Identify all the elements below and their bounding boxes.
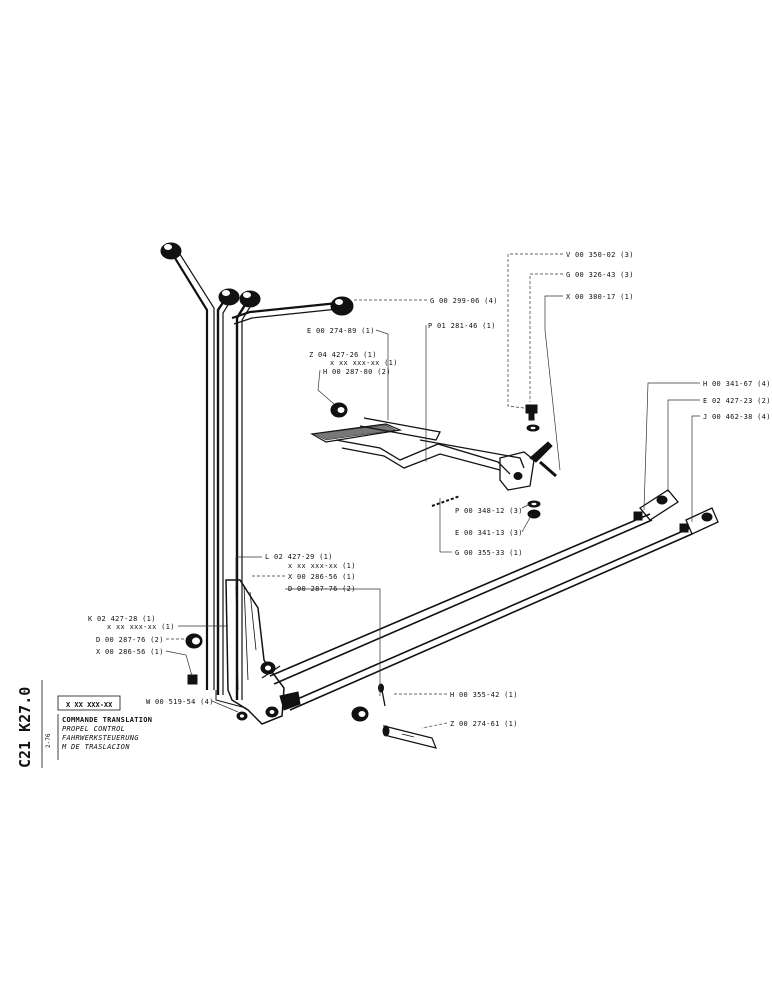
label-h0028780: H 00 287-80 (2) bbox=[323, 368, 391, 376]
label-g0035533: G 00 355-33 (1) bbox=[455, 549, 523, 557]
label-e0034113: E 00 341-13 (3) bbox=[455, 529, 523, 537]
side-code: C21 K27.0 2-76 bbox=[16, 680, 52, 768]
nut-x0028656 bbox=[187, 674, 198, 685]
rod-end-lower-left bbox=[261, 665, 301, 711]
label-h0035542: H 00 355-42 (1) bbox=[450, 691, 518, 699]
title-de: FAHRWERKSTEUERUNG bbox=[62, 734, 139, 742]
label-w0051954: W 00 519-54 (4) bbox=[146, 698, 214, 706]
label-d0028776-a: D 00 287-76 (2) bbox=[288, 585, 356, 593]
assembly-number: X XX XXX-XX bbox=[66, 701, 113, 709]
assembly-number-box bbox=[57, 695, 121, 711]
label-e0027489: E 00 274-89 (1) bbox=[307, 327, 375, 335]
lever-knob bbox=[160, 242, 182, 260]
label-x0038017: X 00 380-17 (1) bbox=[566, 293, 634, 301]
title-es: M DE TRASLACION bbox=[61, 743, 130, 751]
date-code: 2-76 bbox=[45, 733, 52, 748]
pedal-assembly bbox=[310, 402, 557, 519]
label-k0242728-sub: x xx xxx-xx (1) bbox=[107, 623, 175, 631]
cotter-pin bbox=[378, 683, 386, 707]
part-labels: V 00 350-02 (3) G 00 326-43 (3) X 00 380… bbox=[88, 251, 771, 728]
title-en: PROPEL CONTROL bbox=[62, 725, 125, 733]
control-rods bbox=[269, 513, 693, 711]
label-h0034167: H 00 341-67 (4) bbox=[703, 380, 771, 388]
label-v0035002: V 00 350-02 (3) bbox=[566, 251, 634, 259]
label-x0028656-a: X 00 286-56 (1) bbox=[288, 573, 356, 581]
pivot-pin bbox=[382, 725, 437, 749]
label-z0442726-sub: x xx xxx-xx (1) bbox=[330, 359, 398, 367]
label-j0046238: J 00 462-38 (4) bbox=[703, 413, 771, 421]
label-p0128146: P 01 281-46 (1) bbox=[428, 322, 496, 330]
title-fr: COMMANDE TRANSLATION bbox=[62, 716, 152, 724]
model-code: C21 K27.0 bbox=[16, 687, 34, 768]
bushing-d0028776 bbox=[185, 633, 203, 649]
lever-knob bbox=[218, 288, 240, 306]
lever-knob bbox=[239, 290, 261, 308]
title-block: X XX XXX-XX COMMANDE TRANSLATION PROPEL … bbox=[57, 695, 152, 760]
rod-end-clevis-lower bbox=[679, 507, 719, 535]
label-l0242729: L 02 427-29 (1) bbox=[265, 553, 333, 561]
label-g0029906: G 00 299-06 (4) bbox=[430, 297, 498, 305]
leader-lines bbox=[165, 253, 700, 729]
label-e0242723: E 02 427-23 (2) bbox=[703, 397, 771, 405]
lever-knobs bbox=[160, 242, 354, 316]
lever-bracket bbox=[215, 579, 285, 725]
label-l0242729-sub: x xx xxx-xx (1) bbox=[288, 562, 356, 570]
label-d0028776-b: D 00 287-76 (2) bbox=[96, 636, 164, 644]
label-p0034812: P 00 348-12 (3) bbox=[455, 507, 523, 515]
label-x0028656-b: X 00 286-56 (1) bbox=[96, 648, 164, 656]
label-k0242728: K 02 427-28 (1) bbox=[88, 615, 156, 623]
bushing-lower bbox=[351, 706, 369, 722]
lever-knob bbox=[330, 296, 354, 316]
label-z0027461: Z 00 274-61 (1) bbox=[450, 720, 518, 728]
label-g0032643: G 00 326-43 (3) bbox=[566, 271, 634, 279]
rod-end-clevis-upper bbox=[633, 489, 679, 521]
label-z0442726: Z 04 427-26 (1) bbox=[309, 351, 377, 359]
